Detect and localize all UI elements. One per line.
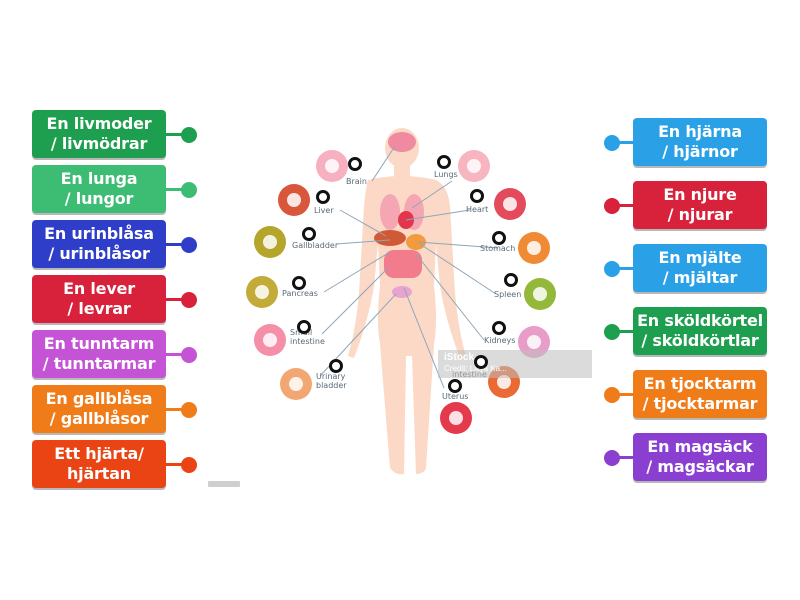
connector-line	[612, 393, 634, 396]
connector-pin[interactable]	[181, 237, 197, 253]
right-card-skoldkortel[interactable]: En sköldkörtel / sköldkörtlar	[633, 307, 767, 355]
drop-target-spleen[interactable]	[504, 273, 518, 287]
organ-label-kidneys: Kidneys	[484, 336, 516, 345]
watermark-brand: iStock	[444, 352, 475, 363]
drop-target-kidneys[interactable]	[492, 321, 506, 335]
connector-line	[166, 408, 188, 411]
connector-pin[interactable]	[604, 198, 620, 214]
organ-label-lungs: Lungs	[434, 170, 458, 179]
watermark-credit: Credit: Liliya Ka...	[444, 364, 507, 373]
stock-watermark: iStock Credit: Liliya Ka...	[438, 350, 592, 378]
drop-target-intestine[interactable]	[474, 355, 488, 369]
right-card-magsack[interactable]: En magsäck / magsäckar	[633, 433, 767, 481]
small-intestine-icon	[254, 324, 286, 356]
connector-pin[interactable]	[604, 135, 620, 151]
organ-label-brain: Brain	[346, 177, 367, 186]
drop-target-small-intestine[interactable]	[297, 320, 311, 334]
liver-icon	[278, 184, 310, 216]
connector-pin[interactable]	[181, 127, 197, 143]
connector-pin[interactable]	[604, 387, 620, 403]
brain-organ	[388, 132, 416, 152]
connector-pin[interactable]	[181, 347, 197, 363]
brain-icon	[316, 150, 348, 182]
drop-target-uterus[interactable]	[448, 379, 462, 393]
connector-pin[interactable]	[604, 324, 620, 340]
left-card-lunga[interactable]: En lunga / lungor	[32, 165, 166, 213]
left-card-hjarta[interactable]: Ett hjärta/ hjärtan	[32, 440, 166, 488]
left-card-lever[interactable]: En lever / levrar	[32, 275, 166, 323]
card-label: En tunntarm / tunntarmar	[42, 334, 156, 373]
connector-line	[612, 330, 634, 333]
drop-target-urinary-bladder[interactable]	[329, 359, 343, 373]
card-label: Ett hjärta/ hjärtan	[54, 444, 144, 483]
connector-line	[166, 133, 188, 136]
spleen-icon	[524, 278, 556, 310]
card-label: En lever / levrar	[63, 279, 135, 318]
pancreas-icon	[246, 276, 278, 308]
connector-line	[166, 353, 188, 356]
right-card-tjocktarm[interactable]: En tjocktarm / tjocktarmar	[633, 370, 767, 418]
connector-pin[interactable]	[181, 292, 197, 308]
connector-line	[612, 141, 634, 144]
card-label: En mjälte / mjältar	[658, 248, 742, 287]
connector-pin[interactable]	[181, 457, 197, 473]
drop-target-gallbladder[interactable]	[302, 227, 316, 241]
image-id-tag	[208, 481, 240, 487]
organ-label-liver: Liver	[314, 206, 334, 215]
connector-line	[166, 188, 188, 191]
card-label: En sköldkörtel / sköldkörtlar	[637, 311, 763, 350]
organ-label-stomach: Stomach	[480, 244, 516, 253]
drop-target-liver[interactable]	[316, 190, 330, 204]
organ-label-uterus: Uterus	[442, 392, 469, 401]
connector-line	[612, 267, 634, 270]
organ-label-spleen: Spleen	[494, 290, 522, 299]
card-label: En njure / njurar	[663, 185, 737, 224]
left-card-urinblasa[interactable]: En urinblåsa / urinblåsor	[32, 220, 166, 268]
organ-label-pancreas: Pancreas	[282, 289, 318, 298]
urinary-bladder-icon	[280, 368, 312, 400]
card-label: En gallblåsa / gallblåsor	[45, 389, 153, 428]
body-silhouette	[319, 128, 499, 475]
stomach-icon	[518, 232, 550, 264]
card-label: En tjocktarm / tjocktarmar	[642, 374, 758, 413]
card-label: En livmoder / livmödrar	[46, 114, 152, 153]
drop-target-pancreas[interactable]	[292, 276, 306, 290]
connector-line	[612, 204, 634, 207]
right-card-hjarna[interactable]: En hjärna / hjärnor	[633, 118, 767, 166]
card-label: En magsäck / magsäckar	[646, 437, 754, 476]
organ-label-gallbladder: Gallbladder	[292, 241, 339, 250]
drop-target-stomach[interactable]	[492, 231, 506, 245]
left-card-tunntarm[interactable]: En tunntarm / tunntarmar	[32, 330, 166, 378]
left-card-gallblasa[interactable]: En gallblåsa / gallblåsor	[32, 385, 166, 433]
gallbladder-icon	[254, 226, 286, 258]
connector-pin[interactable]	[604, 450, 620, 466]
card-label: En lunga / lungor	[60, 169, 138, 208]
right-card-mjalte[interactable]: En mjälte / mjältar	[633, 244, 767, 292]
connector-pin[interactable]	[604, 261, 620, 277]
connector-pin[interactable]	[181, 182, 197, 198]
connector-pin[interactable]	[181, 402, 197, 418]
lungs-icon	[458, 150, 490, 182]
card-label: En hjärna / hjärnor	[658, 122, 742, 161]
connector-line	[166, 243, 188, 246]
drop-target-lungs[interactable]	[437, 155, 451, 169]
right-card-njure[interactable]: En njure / njurar	[633, 181, 767, 229]
card-label: En urinblåsa / urinblåsor	[44, 224, 154, 263]
organ-label-heart: Heart	[466, 205, 489, 214]
drop-target-heart[interactable]	[470, 189, 484, 203]
left-card-livmoder[interactable]: En livmoder / livmödrar	[32, 110, 166, 158]
connector-line	[166, 463, 188, 466]
drop-target-brain[interactable]	[348, 157, 362, 171]
organ-label-urinary-bladder: Urinary bladder	[316, 372, 347, 390]
human-body-diagram: Brain Lungs Liver Heart Gallbladder Stom…	[240, 126, 590, 488]
uterus-icon	[440, 402, 472, 434]
heart-icon	[494, 188, 526, 220]
connector-line	[612, 456, 634, 459]
connector-line	[166, 298, 188, 301]
